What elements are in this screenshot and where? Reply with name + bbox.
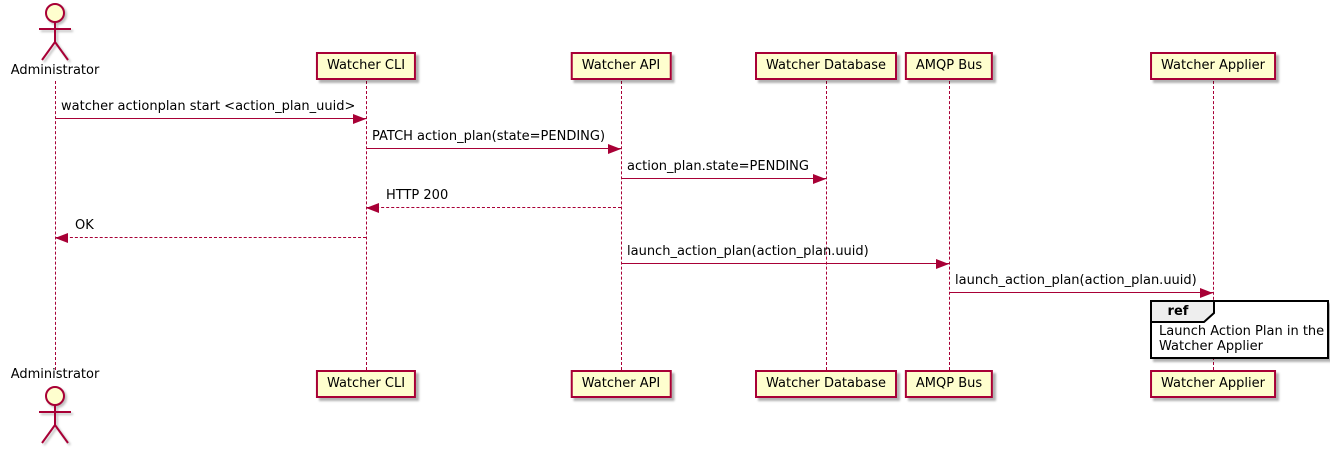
participant-top-watcher-cli: Watcher CLI [315, 52, 417, 80]
participant-top-amqp-bus: AMQP Bus [904, 52, 994, 80]
message-arrowhead-1 [608, 144, 621, 154]
ref-tab-shape [1150, 300, 1215, 323]
message-arrowhead-3 [366, 203, 379, 213]
message-line-5 [621, 263, 949, 264]
ref-keyword: ref [1167, 304, 1189, 319]
lifeline-watcher-api [621, 81, 622, 370]
participant-bottom-watcher-applier: Watcher Applier [1150, 370, 1276, 398]
message-line-3 [366, 207, 621, 208]
message-line-6 [949, 292, 1213, 293]
lifeline-watcher-applier [1213, 81, 1214, 370]
message-label-6: launch_action_plan(action_plan.uuid) [955, 273, 1197, 288]
message-arrowhead-0 [353, 114, 366, 124]
ref-text-line-2: Watcher Applier [1159, 339, 1263, 354]
message-arrowhead-4 [55, 233, 68, 243]
lifeline-watcher-database [826, 81, 827, 370]
message-label-5: launch_action_plan(action_plan.uuid) [627, 244, 869, 259]
message-line-2 [621, 178, 826, 179]
message-label-1: PATCH action_plan(state=PENDING) [372, 129, 606, 144]
participant-bottom-watcher-database: Watcher Database [755, 370, 897, 398]
participant-bottom-watcher-api: Watcher API [570, 370, 672, 398]
participant-bottom-amqp-bus: AMQP Bus [904, 370, 994, 398]
message-label-3: HTTP 200 [386, 188, 449, 203]
actor-label-bottom-administrator: Administrator [10, 367, 100, 382]
message-label-4: OK [75, 218, 94, 233]
message-line-4 [55, 237, 366, 238]
actor-label-top-administrator: Administrator [10, 63, 100, 78]
message-arrowhead-2 [813, 174, 826, 184]
message-line-0 [55, 118, 366, 119]
message-arrowhead-6 [1200, 288, 1213, 298]
message-arrowhead-5 [936, 259, 949, 269]
participant-bottom-watcher-cli: Watcher CLI [315, 370, 417, 398]
message-label-2: action_plan.state=PENDING [627, 159, 809, 174]
actor-icon-top-administrator [39, 3, 71, 61]
lifeline-amqp-bus [949, 81, 950, 370]
participant-top-watcher-api: Watcher API [570, 52, 672, 80]
message-label-0: watcher actionplan start <action_plan_uu… [61, 99, 356, 114]
actor-icon-bottom-administrator [39, 386, 71, 444]
ref-text-line-1: Launch Action Plan in the [1159, 324, 1325, 339]
lifeline-administrator [55, 81, 56, 370]
message-line-1 [366, 148, 621, 149]
participant-top-watcher-applier: Watcher Applier [1150, 52, 1276, 80]
lifeline-watcher-cli [366, 81, 367, 370]
participant-top-watcher-database: Watcher Database [755, 52, 897, 80]
